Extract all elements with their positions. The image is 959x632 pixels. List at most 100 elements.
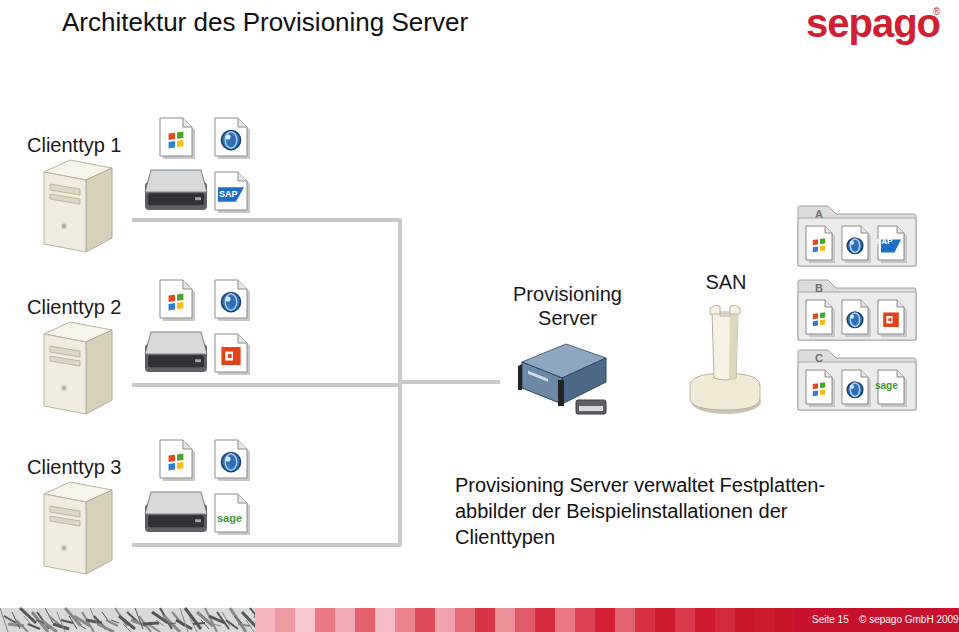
windows-logo bbox=[169, 454, 184, 471]
footer-color-block bbox=[375, 608, 395, 632]
footer-color-block bbox=[455, 608, 475, 632]
document-icon bbox=[160, 440, 195, 481]
footer-color-block bbox=[275, 608, 295, 632]
node-label: Provisioning Server bbox=[500, 282, 635, 330]
doc-fold bbox=[825, 300, 832, 307]
footer-color-block bbox=[315, 608, 335, 632]
folder-shape bbox=[798, 206, 916, 266]
globe-ring bbox=[850, 239, 859, 253]
footer-color-block bbox=[715, 608, 735, 632]
node-icon bbox=[40, 480, 115, 582]
footer-color-block bbox=[475, 608, 495, 632]
server-front bbox=[522, 362, 562, 404]
network-line bbox=[132, 382, 500, 545]
doc-page bbox=[842, 226, 868, 260]
disk-front bbox=[148, 355, 204, 367]
client-node: Clienttyp 3 bbox=[20, 452, 132, 580]
logo-part bbox=[820, 312, 825, 318]
document-icon bbox=[806, 300, 835, 337]
doc-fold bbox=[238, 440, 247, 449]
globe-shine bbox=[850, 315, 854, 319]
tower-front bbox=[44, 334, 86, 414]
document-icon bbox=[215, 280, 250, 321]
logo-part bbox=[169, 463, 175, 470]
doc-fold bbox=[183, 118, 192, 127]
node-label: Clienttyp 2 bbox=[20, 292, 132, 319]
doc-page bbox=[878, 300, 904, 334]
globe-logo bbox=[221, 130, 240, 149]
doc-page bbox=[215, 118, 247, 156]
doc-fold bbox=[238, 172, 247, 181]
logo-part bbox=[177, 132, 183, 139]
storage-node: SAN bbox=[680, 270, 772, 418]
tower-bay bbox=[50, 346, 80, 357]
doc-fold bbox=[825, 226, 832, 233]
disk-front bbox=[148, 515, 204, 527]
client-node: Clienttyp 2 bbox=[20, 292, 132, 420]
windows-logo bbox=[169, 294, 184, 311]
logo-registered: ® bbox=[933, 6, 940, 18]
disk-image-folder: C bbox=[798, 350, 916, 410]
globe-shine bbox=[225, 134, 230, 139]
footer-texture-stroke bbox=[16, 620, 28, 632]
footer-texture-stroke bbox=[0, 608, 8, 632]
doc-page bbox=[215, 440, 247, 478]
folder-back bbox=[798, 350, 916, 410]
node-label: Clienttyp 1 bbox=[20, 130, 132, 157]
logo-part bbox=[169, 455, 175, 462]
globe-ring bbox=[850, 383, 859, 397]
doc-page bbox=[160, 280, 192, 318]
footer-color-block bbox=[735, 608, 755, 632]
logo-part bbox=[813, 313, 818, 319]
logo-part bbox=[820, 238, 825, 244]
footer-color-block bbox=[575, 608, 595, 632]
footer-color-block bbox=[295, 608, 315, 632]
client-pc-tower bbox=[40, 158, 115, 256]
logo-part bbox=[820, 382, 825, 388]
node-label: Clienttyp 3 bbox=[20, 452, 132, 479]
footer-texture-stroke bbox=[32, 612, 48, 632]
globe-ring bbox=[850, 313, 859, 327]
footer-texture-stroke bbox=[28, 624, 40, 629]
tower-bay bbox=[50, 356, 80, 366]
footer-color-block bbox=[695, 608, 715, 632]
globe-shine bbox=[850, 241, 854, 245]
globe-logo bbox=[847, 312, 863, 328]
footer-color-block bbox=[515, 608, 535, 632]
footer-color-block bbox=[615, 608, 635, 632]
sage-logo-text: sage bbox=[875, 380, 898, 392]
doc-fold bbox=[238, 118, 247, 127]
doc-fold bbox=[861, 300, 868, 307]
footer-color-block bbox=[435, 608, 455, 632]
disk-led bbox=[195, 359, 201, 362]
provisioning-server-node: Provisioning Server bbox=[500, 282, 635, 420]
doc-page bbox=[215, 280, 247, 318]
disk-top bbox=[145, 492, 207, 514]
client-node: Clienttyp 1 bbox=[20, 130, 132, 258]
footer-texture-stroke bbox=[238, 624, 250, 626]
document-icon bbox=[215, 118, 250, 159]
disk-front bbox=[148, 193, 204, 205]
doc-fold bbox=[183, 280, 192, 289]
footer-texture-stroke bbox=[53, 624, 69, 629]
san-notch bbox=[710, 305, 740, 316]
footer-texture-stroke bbox=[217, 612, 229, 629]
windows-logo bbox=[813, 238, 825, 252]
page-number: Seite 15 bbox=[812, 614, 849, 626]
windows-logo bbox=[169, 132, 184, 149]
document-icon bbox=[160, 280, 195, 321]
doc-fold bbox=[238, 280, 247, 289]
doc-fold bbox=[238, 494, 247, 503]
copyright-note: © sepago GmbH 2009 bbox=[859, 614, 959, 626]
folder-shape bbox=[798, 280, 916, 340]
office-mark bbox=[225, 352, 233, 361]
folder-letter: C bbox=[798, 350, 916, 364]
doc-fold bbox=[238, 334, 247, 343]
footer-texture-stroke bbox=[98, 624, 114, 632]
disk-image-folder: B bbox=[798, 280, 916, 340]
doc-fold bbox=[861, 370, 868, 377]
logo-part bbox=[169, 303, 175, 310]
footer-texture-stroke bbox=[123, 624, 131, 632]
footer-color-block bbox=[415, 608, 435, 632]
footer-color-block bbox=[775, 608, 795, 632]
